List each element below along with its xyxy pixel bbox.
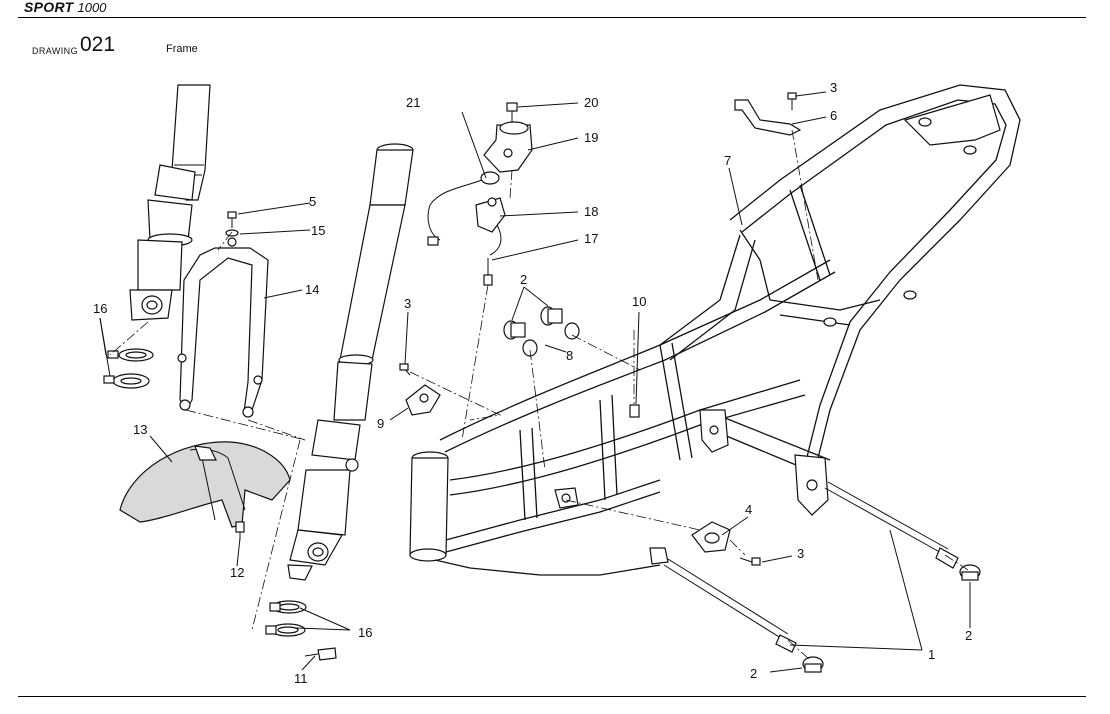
callout-15: 15 [311, 223, 325, 238]
main-frame [409, 84, 1021, 576]
callout-7: 7 [724, 153, 731, 168]
callout-2-blocks: 2 [520, 272, 527, 287]
callout-10: 10 [632, 294, 646, 309]
callout-20: 20 [584, 95, 598, 110]
callout-labels: 1 2 2 2 3 3 3 4 5 6 7 8 9 10 11 12 13 14… [93, 80, 972, 686]
bottom-rule [18, 696, 1086, 697]
assembly-guide-lines [109, 129, 969, 661]
spindle-1-lower [663, 558, 797, 653]
callout-8: 8 [566, 348, 573, 363]
bolt-11 [304, 647, 337, 661]
callout-21: 21 [406, 95, 420, 110]
callout-14: 14 [305, 282, 319, 297]
bolt-12 [235, 521, 245, 540]
model-displacement: 1000 [77, 0, 107, 15]
screw-3-left [399, 363, 411, 376]
bracket-4 [691, 521, 731, 553]
left-fork-leg [129, 84, 211, 321]
callout-12: 12 [230, 565, 244, 580]
callout-9: 9 [377, 416, 384, 431]
cap-2-right [959, 564, 981, 581]
bracket-6 [734, 99, 802, 136]
callout-19: 19 [584, 130, 598, 145]
washers-16-right [265, 600, 307, 637]
callout-2-right-cap: 2 [965, 628, 972, 643]
connector-10 [629, 404, 640, 418]
silent-blocks-2-8 [503, 306, 580, 357]
bracket-9 [405, 384, 441, 416]
callout-6: 6 [830, 108, 837, 123]
cap-2-bottom [802, 656, 824, 673]
screw-3-right [739, 557, 761, 566]
leader-lines [99, 91, 971, 673]
fork-brace [177, 237, 269, 418]
drawing-number: 021 [80, 33, 116, 56]
callout-18: 18 [584, 204, 598, 219]
callout-1: 1 [928, 647, 935, 662]
callout-4: 4 [745, 502, 752, 517]
model-name: SPORT [24, 0, 74, 15]
screw-3-top [787, 92, 797, 110]
washers-16-left [103, 348, 154, 389]
drawing-label: DRAWING [32, 46, 78, 56]
screw-5 [227, 211, 237, 228]
callout-17: 17 [584, 231, 598, 246]
callout-11: 11 [294, 671, 308, 686]
callout-16-left: 16 [93, 301, 107, 316]
callout-13: 13 [133, 422, 147, 437]
pin-17 [483, 258, 493, 286]
callout-3-right: 3 [797, 546, 804, 561]
top-rule [18, 17, 1086, 18]
right-fork-leg [287, 143, 414, 581]
callout-16-right: 16 [358, 625, 372, 640]
callout-3-top: 3 [830, 80, 837, 95]
washer-15 [225, 229, 239, 237]
callout-5: 5 [309, 194, 316, 209]
screw-20 [506, 102, 518, 122]
sensor-18 [475, 197, 506, 233]
front-mudguard [119, 441, 291, 528]
sensor-bracket-19 [483, 121, 533, 173]
drawing-title: Frame [166, 43, 198, 55]
spindle-1-upper [824, 481, 959, 569]
callout-3-left: 3 [404, 296, 411, 311]
callout-2-bottom-cap: 2 [750, 666, 757, 681]
sensor-wire-21 [427, 171, 502, 256]
